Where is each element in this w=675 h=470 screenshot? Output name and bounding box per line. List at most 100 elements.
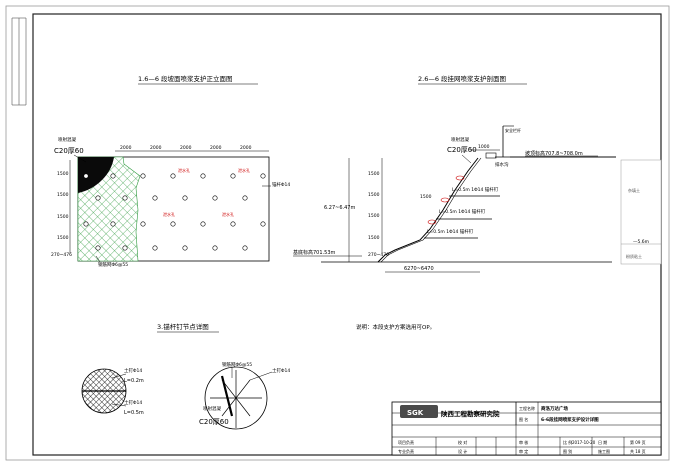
- institute-name: 陕西工程勘察研究院: [441, 409, 500, 418]
- anchor-hole: [95, 245, 101, 251]
- detail2-mesh: 钢筋网Φ6@55: [222, 361, 252, 368]
- anchor-hole: [152, 195, 158, 201]
- anchor-hole: [212, 245, 218, 251]
- project-lead-label: 项目负责: [398, 439, 414, 445]
- title-block: SGK 陕西工程勘察研究院 工程名称 商洛万达广场 图 名 6-6段挂网喷浆支护…: [391, 401, 662, 456]
- anchor-hole: [230, 221, 236, 227]
- section-safety-label: 安全栏杆: [505, 127, 521, 133]
- sheet-number: 第 09 页: [630, 439, 646, 445]
- anchor-hole: [182, 245, 188, 251]
- date-label: 日 期: [598, 439, 607, 445]
- detail2-anchor: 土钉Φ14: [272, 367, 290, 374]
- anchor-hole: [152, 245, 158, 251]
- anchor-grid: [83, 173, 266, 251]
- dim-bottom-left: 270~476: [51, 252, 72, 258]
- section-dim-right-2: 1500: [368, 192, 380, 198]
- detail2-shotcrete: 喷射混凝: [203, 405, 221, 412]
- detail1-anchor: 土钉Φ14: [124, 367, 142, 374]
- dim-top-5: 2000: [240, 145, 252, 151]
- anchor-hole: [140, 173, 146, 179]
- drain-label-4: 泄水孔: [222, 211, 234, 217]
- base-level-label: 基底标高701.53m: [293, 249, 335, 256]
- dim-left-2: 1500: [57, 192, 69, 198]
- section-dim-right-4: 1500: [368, 235, 380, 241]
- anchor-hole: [170, 173, 176, 179]
- reviewer-label: 审 核: [519, 439, 528, 445]
- soil-legend: 杂填土 —5.6m 粉质粘土: [620, 159, 662, 265]
- drawing-name: 6-6段挂网喷浆支护设计详图: [541, 416, 599, 423]
- anchor-hole: [140, 221, 146, 227]
- specialty-lead-label: 专业负责: [398, 448, 414, 454]
- anchor-hole: [200, 221, 206, 227]
- drain-label-3: 泄水孔: [163, 211, 175, 217]
- figure-3-title: 3.锚杆钉节点详图: [157, 322, 209, 331]
- dim-left-4: 1500: [57, 235, 69, 241]
- logo-text: SGK: [407, 409, 424, 417]
- anchor-hole: [83, 221, 89, 227]
- detail1-length2: L=0.5m: [124, 410, 144, 416]
- dim-top-1: 2000: [120, 145, 132, 151]
- anchor-hole: [260, 221, 266, 227]
- section-anchor-3: L=0.5m 1Φ14 锚杆钉: [427, 228, 474, 235]
- anchor-hole: [242, 245, 248, 251]
- anchor-hole: [122, 195, 128, 201]
- figure-1-title: 1.6—6 段坡面喷浆支护正立面图: [138, 74, 233, 83]
- drawing-name-label: 图 名: [519, 416, 528, 422]
- institute-logo: [400, 405, 438, 418]
- section-dim-right-3: 1500: [368, 213, 380, 219]
- dim-top-4: 2000: [210, 145, 222, 151]
- elevation-shotcrete-grade: C20厚60: [54, 147, 84, 155]
- soil-layer-1: 杂填土: [628, 187, 640, 193]
- anchor-hole: [260, 173, 266, 179]
- section-shotcrete-label: 喷射混凝: [451, 136, 469, 143]
- outer-border: [5, 5, 670, 461]
- anchor-hole: [242, 195, 248, 201]
- drawing-type-label: 图 别: [563, 448, 572, 454]
- section-dim-bottom: 270~476: [368, 252, 389, 258]
- anchor-hole: [110, 173, 116, 179]
- figure-2-title: 2.6—6 段挂网喷浆支护剖面图: [418, 74, 506, 83]
- anchor-hole: [170, 221, 176, 227]
- anchor-hole: [182, 195, 188, 201]
- total-sheets: 共 18 页: [630, 448, 646, 454]
- drain-label-1: 泄水孔: [178, 167, 190, 173]
- section-dim-left: 1500: [420, 194, 432, 200]
- anchor-hole: [83, 173, 89, 179]
- detail1-anchor2: 土钉Φ14: [124, 399, 142, 406]
- designer-label: 设 计: [458, 448, 467, 454]
- scale-label: 比 例: [563, 439, 572, 445]
- checker-label: 校 对: [458, 439, 467, 445]
- detail-view: 土钉Φ14 L=0.2m 土钉Φ14 L=0.5m 钢筋网Φ6@55 土钉Φ14…: [81, 361, 290, 430]
- ground-level-label: 坡顶标高707.8~708.0m: [525, 150, 583, 157]
- dim-left-1: 1500: [57, 171, 69, 177]
- dim-left-3: 1500: [57, 214, 69, 220]
- section-view: 安全栏杆 排水沟 1000 坡顶标高707.8~708.0m 基底标高701.5…: [293, 125, 616, 273]
- soil-depth: —5.6m: [633, 239, 649, 245]
- anchor-hole: [200, 173, 206, 179]
- elevation-mesh-label: 钢筋网Φ6@55: [98, 261, 128, 268]
- anchor-hole: [212, 195, 218, 201]
- section-anchor-2: L=0.5m 1Φ14 锚杆钉: [439, 208, 486, 215]
- anchor-hole: [122, 245, 128, 251]
- approver-label: 审 定: [519, 448, 528, 454]
- elevation-anchor-label: 锚杆Φ14: [272, 181, 290, 188]
- drain-label-2: 泄水孔: [238, 167, 250, 173]
- section-bottom-width: 6270~6470: [404, 266, 434, 272]
- anchor-hole: [95, 195, 101, 201]
- dim-top-3: 2000: [180, 145, 192, 151]
- elevation-view: 2000 2000 2000 2000 2000 1500 1500 1500 …: [51, 136, 290, 268]
- design-note: 说明：本段支护方案选用可OP。: [356, 323, 435, 331]
- detail1-length1: L=0.2m: [124, 378, 144, 384]
- anchor-hole: [230, 173, 236, 179]
- elevation-shotcrete-label: 喷射混凝: [58, 136, 76, 143]
- detail2-grade: C20厚60: [199, 418, 229, 426]
- project-name-label: 工程名称: [519, 405, 535, 411]
- section-dim-top: 1000: [478, 144, 490, 150]
- dim-top-2: 2000: [150, 145, 162, 151]
- section-dim-right-1: 1500: [368, 171, 380, 177]
- section-drain-label: 排水沟: [495, 161, 509, 168]
- anchor-hole: [110, 221, 116, 227]
- soil-layer-2: 粉质粘土: [626, 253, 642, 259]
